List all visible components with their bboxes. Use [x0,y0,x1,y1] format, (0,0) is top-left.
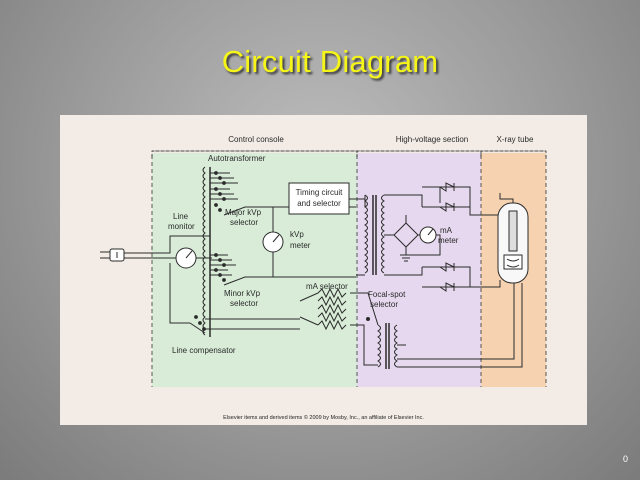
high-voltage-label: High-voltage section [396,135,468,144]
line-monitor-label-2: monitor [168,222,195,231]
copyright-notice: Elsevier items and derived items © 2009 … [223,415,424,421]
ma-selector-label: mA selector [306,282,348,291]
control-console-label: Control console [228,135,284,144]
line-compensator-taps [194,315,206,331]
timing-circuit-box [288,182,350,215]
high-voltage-region [357,153,481,387]
slide-title: Circuit Diagram [221,44,439,79]
line-compensator-label: Line compensator [172,346,236,355]
timing-circuit-label-1: Timing circuit [296,188,344,197]
section-dividers [151,155,547,387]
diode-rectifiers [422,182,471,292]
ma-selector [299,287,356,331]
focal-spot-label-1: Focal-spot [368,290,406,299]
circuit-diagram: Control console High-voltage section X-r… [60,115,587,425]
minor-kvp-label-2: selector [230,299,258,308]
minor-kvp-label-1: Minor kVp [224,289,261,298]
ma-meter-label-2: meter [438,236,459,245]
focal-spot-label-2: selector [370,300,398,309]
circuit-schematic: Control console High-voltage section X-r… [100,135,547,387]
power-plug-icon [100,248,150,262]
high-voltage-transformer [364,194,385,275]
major-kvp-label-2: selector [230,218,258,227]
autotransformer-coil [202,166,211,337]
kvp-meter-label-2: meter [290,241,311,250]
kvp-meter-label-1: kVp [290,230,304,239]
filament-transformer [377,323,398,369]
major-kvp-label-1: Major kVp [225,208,262,217]
xray-tube-label: X-ray tube [497,135,534,144]
timing-circuit-label-2: and selector [297,199,341,208]
autotransformer-label: Autotransformer [208,154,266,163]
line-monitor-label-1: Line [173,212,189,221]
ma-meter-label-1: mA [440,226,453,235]
xray-tube-icon [497,202,529,284]
slide-number: 0 [622,454,628,464]
